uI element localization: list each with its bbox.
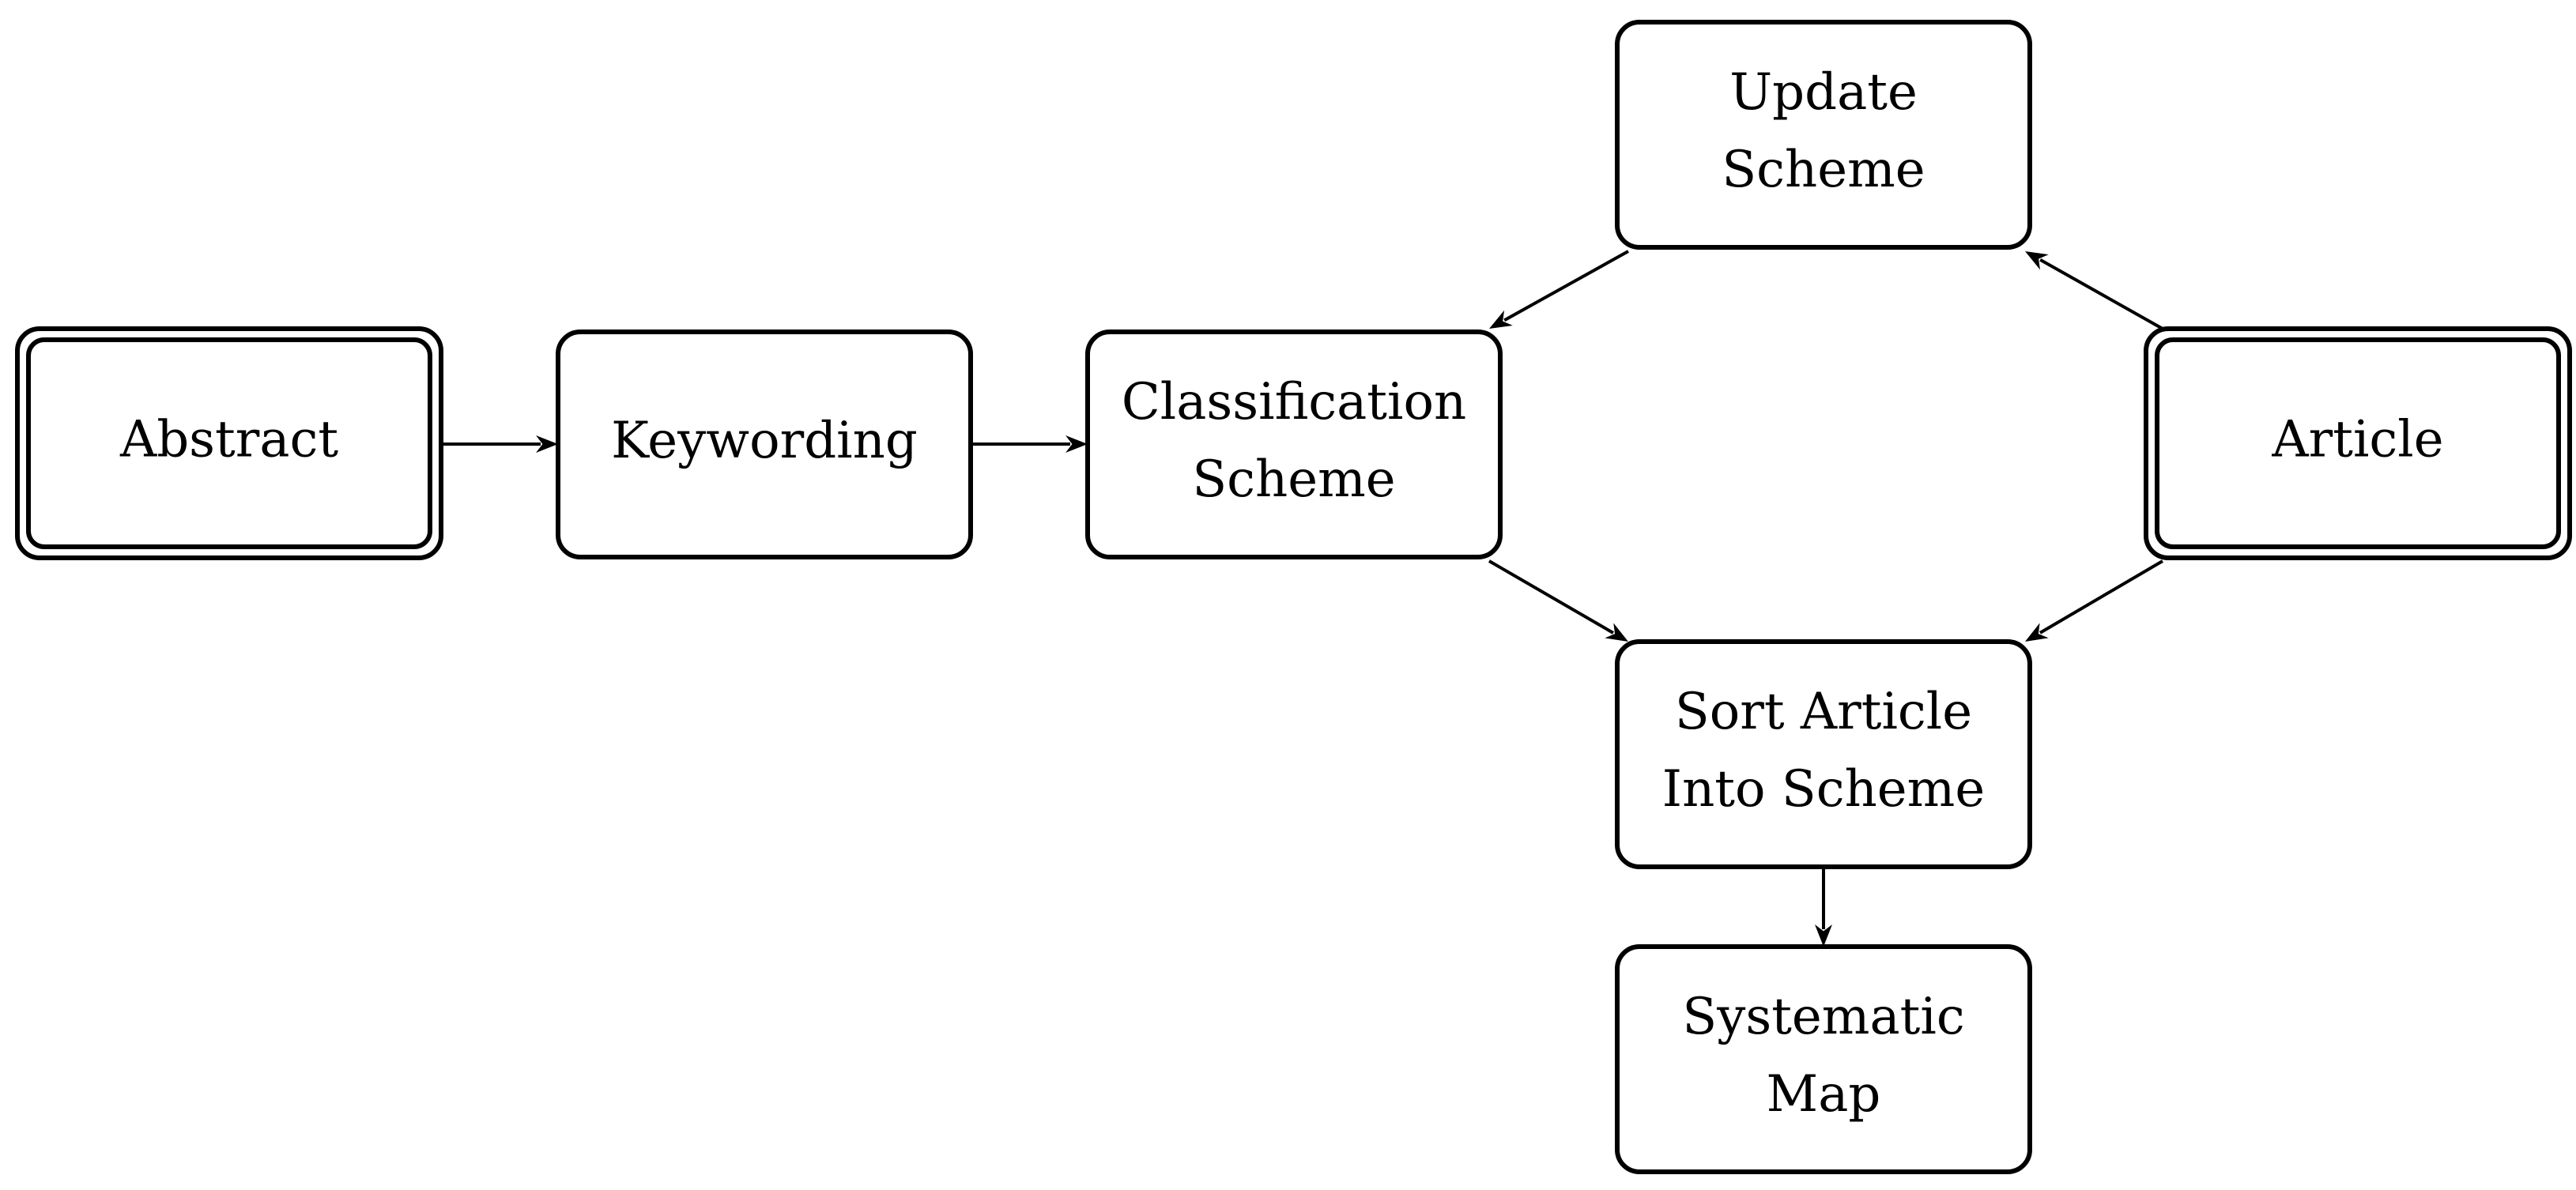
edge-line: [2039, 258, 2163, 330]
node-label: Sort Article: [1675, 683, 1972, 741]
node-label: Scheme: [1192, 450, 1395, 509]
node-label: Scheme: [1722, 141, 1925, 199]
node-label: Keywording: [611, 412, 918, 470]
node-label: Update: [1729, 63, 1918, 122]
node-label: Map: [1767, 1065, 1881, 1124]
node-box: [1615, 944, 2032, 1174]
node-box: [2144, 326, 2572, 560]
node-label: Into Scheme: [1662, 760, 1985, 819]
edge-line: [2039, 559, 2164, 635]
node-box: [556, 330, 973, 559]
node-box-inner: [26, 337, 432, 549]
node-box: [15, 326, 443, 560]
node-keywording: Keywording: [556, 330, 973, 559]
edge-classification-to-sort: [1488, 559, 1628, 642]
arrowhead-icon: [1489, 310, 1513, 329]
arrowhead-icon: [536, 435, 558, 453]
node-abstract: Abstract: [15, 326, 443, 560]
node-box: [1615, 20, 2032, 250]
edge-line: [1488, 559, 1614, 635]
node-label: Article: [2271, 411, 2443, 469]
node-label: Classification: [1122, 373, 1466, 431]
node-label: Systematic: [1682, 988, 1964, 1046]
edge-sort-to-map: [1815, 867, 1832, 947]
node-box-inner: [2155, 337, 2561, 549]
arrowhead-icon: [2025, 623, 2049, 642]
edge-article-to-update: [2025, 251, 2163, 330]
node-box: [1615, 639, 2032, 869]
edge-article-to-sort: [2025, 559, 2164, 642]
edges-layer: [441, 250, 2164, 947]
edge-abstract-to-keywording: [441, 435, 558, 453]
arrowhead-icon: [1815, 925, 1832, 947]
arrowhead-icon: [1605, 623, 1628, 642]
arrowhead-icon: [2025, 251, 2049, 270]
node-article: Article: [2144, 326, 2572, 560]
arrowhead-icon: [1065, 435, 1088, 453]
node-box: [1085, 330, 1503, 559]
edge-update-to-classification: [1489, 250, 1629, 329]
edge-keywording-to-classification: [971, 435, 1088, 453]
edge-line: [1503, 250, 1629, 322]
node-label: Abstract: [119, 411, 338, 469]
